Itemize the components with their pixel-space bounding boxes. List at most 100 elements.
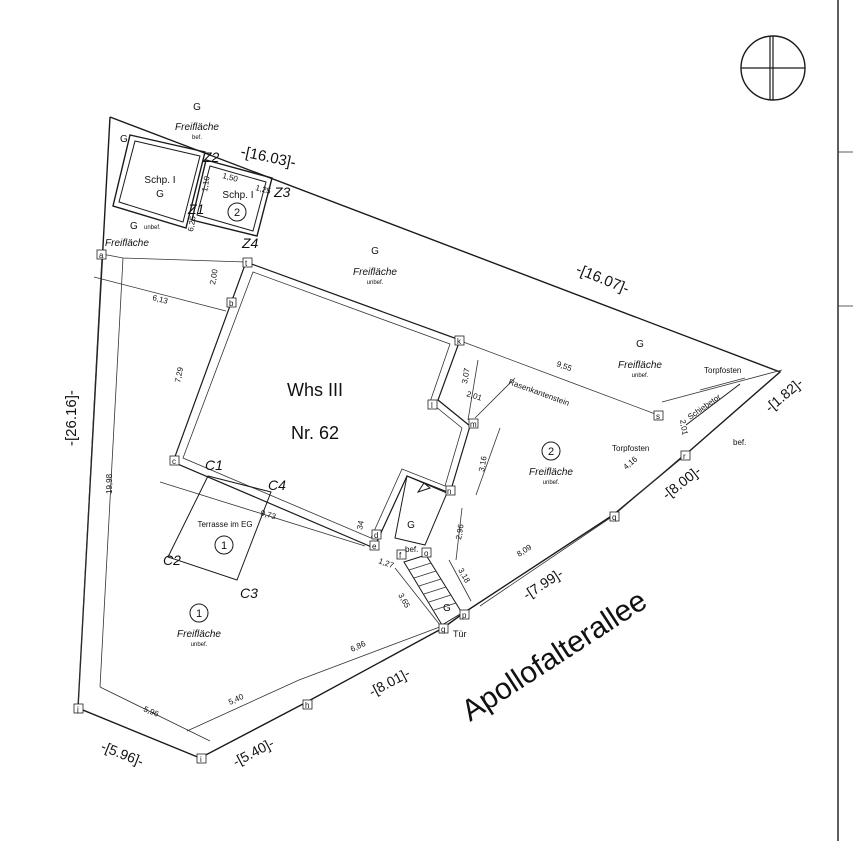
- measure-2-96: 2,96: [454, 523, 466, 540]
- measure-6-25: 6,25: [186, 215, 198, 232]
- measure-19-98: 19,98: [105, 473, 114, 494]
- point-label-r: r: [683, 452, 686, 461]
- handwritten-z1: Z1: [187, 201, 204, 217]
- label-freiflaeche-east: Freifläche: [618, 360, 662, 371]
- point-markers: a b c d e f g h i j k l m n o p q r s t: [73, 249, 691, 764]
- circle-marker-2: [541, 441, 561, 461]
- label-shed-circle: 2: [234, 207, 240, 219]
- label-g-east: G: [636, 339, 644, 350]
- circle-marker-terrace: [214, 535, 234, 555]
- boundary-length-west-bottom: -[5.96]-: [99, 738, 146, 770]
- boundary-length-north-east: -[16.07]-: [574, 261, 632, 298]
- label-schiebetor: Schiebetor: [686, 392, 723, 422]
- label-g-stairs: G: [443, 603, 451, 614]
- point-label-k: k: [457, 337, 462, 346]
- label-freiflaeche-1: Freifläche: [177, 629, 221, 640]
- label-freiflaeche-north: Freifläche: [353, 267, 397, 278]
- measure-3-65: 3,65: [396, 592, 412, 610]
- label-bef-top: bef.: [192, 135, 202, 141]
- label-rasenkantenstein: Rasenkantenstein: [507, 377, 570, 407]
- label-g-corner: G: [120, 134, 128, 145]
- boundary-length-north-west: -[16.03]-: [239, 143, 297, 171]
- measure-2-01-gate: 2,01: [678, 419, 690, 436]
- label-g-north: G: [371, 246, 379, 257]
- shed-outline: [112, 134, 273, 237]
- point-label-e: e: [372, 542, 377, 551]
- label-unbef-north: unbef.: [367, 280, 384, 286]
- boundary-length-south: -[8.01]-: [366, 665, 413, 700]
- measure-2-01: 2,01: [465, 389, 483, 403]
- label-circle-2: 2: [548, 446, 554, 458]
- boundary-length-south-east: -[8.00]-: [659, 462, 704, 502]
- measure-6-86: 6,86: [349, 639, 367, 654]
- measure-2-00: 2,00: [208, 268, 220, 285]
- measure-8-09: 8,09: [515, 542, 533, 558]
- street-name: Apollofalterallee: [456, 584, 653, 728]
- handwritten-z3: Z3: [273, 184, 291, 200]
- measure-5-96: 5,96: [142, 705, 160, 719]
- building-number: Nr. 62: [291, 423, 339, 443]
- point-label-p: p: [462, 611, 467, 620]
- label-g-west: G: [130, 221, 138, 232]
- north-arrow-icon: [740, 35, 806, 101]
- measure-3-18: 3,18: [456, 567, 472, 585]
- measurement-lines: [77, 253, 783, 742]
- point-label-c: c: [172, 457, 176, 466]
- label-torpfosten-east: Torpfosten: [704, 366, 741, 375]
- point-label-m: m: [470, 420, 477, 429]
- gate: [685, 377, 746, 426]
- point-label-h: h: [305, 701, 309, 710]
- handwritten-annotations: Z1 Z2 Z3 Z4 C1 C2 C3 C4: [163, 149, 291, 601]
- measure-6-13: 6,13: [152, 293, 170, 306]
- measure-5-40: 5,40: [227, 692, 245, 707]
- point-label-o: o: [424, 549, 429, 558]
- label-terrasse: Terrasse im EG: [197, 520, 252, 529]
- label-g-entrance: G: [407, 520, 415, 531]
- label-shed2: Schp. I: [222, 190, 253, 201]
- label-shed1-g: G: [156, 189, 164, 200]
- label-unbef-west: unbef.: [144, 225, 161, 231]
- parcel-boundary: [77, 116, 782, 759]
- label-torpfosten-south: Torpfosten: [612, 444, 649, 453]
- label-circle-terrace: 1: [221, 540, 227, 552]
- label-g-top: G: [193, 102, 201, 113]
- point-label-f: f: [399, 551, 402, 560]
- label-freiflaeche-top: Freifläche: [175, 122, 219, 133]
- label-unbef-2: unbef.: [543, 480, 560, 486]
- measure-1-25: 1,25: [255, 183, 273, 196]
- terrace-outline: [167, 475, 272, 581]
- label-circle-1: 1: [196, 608, 202, 620]
- label-unbef-1: unbef.: [191, 642, 208, 648]
- label-bef-entrance: bef.: [405, 545, 418, 554]
- handwritten-z4: Z4: [241, 235, 259, 251]
- measure-4-16: 4,16: [622, 454, 640, 471]
- boundary-length-east: -[1.82]-: [762, 374, 807, 415]
- handwritten-z2: Z2: [202, 149, 220, 165]
- handwritten-c1: C1: [205, 457, 223, 473]
- measure-9-55: 9,55: [555, 359, 573, 373]
- building-name: Whs III: [287, 380, 343, 400]
- measure-1-27: 1,27: [377, 556, 395, 570]
- point-label-l: l: [431, 401, 433, 410]
- handwritten-c2: C2: [163, 552, 181, 568]
- boundary-length-south-west: -[5.40]-: [230, 735, 277, 770]
- measure-7-29: 7,29: [173, 366, 185, 384]
- point-label-t: t: [245, 259, 248, 268]
- circle-marker-1: [189, 603, 209, 623]
- point-label-s: s: [656, 412, 660, 421]
- measure-1-50: 1,50: [222, 171, 240, 184]
- boundary-length-west: -[26.16]-: [63, 390, 80, 446]
- measure-9-73: 9,73: [259, 508, 277, 521]
- boundary-length-south-mid: -[7.99]-: [520, 565, 566, 603]
- measure-34: 34: [355, 519, 366, 530]
- handwritten-c3: C3: [240, 585, 258, 601]
- point-label-a: a: [99, 251, 104, 260]
- label-shed1: Schp. I: [144, 175, 175, 186]
- point-label-i: i: [200, 755, 202, 764]
- house-outline: [172, 261, 471, 549]
- label-freiflaeche-west: Freifläche: [105, 238, 149, 249]
- handwritten-c4: C4: [268, 477, 286, 493]
- measurements: 2,00 6,13 7,29 9,73 3,07 2,01 9,55 3,16 …: [105, 171, 690, 719]
- measure-3-07: 3,07: [460, 367, 472, 384]
